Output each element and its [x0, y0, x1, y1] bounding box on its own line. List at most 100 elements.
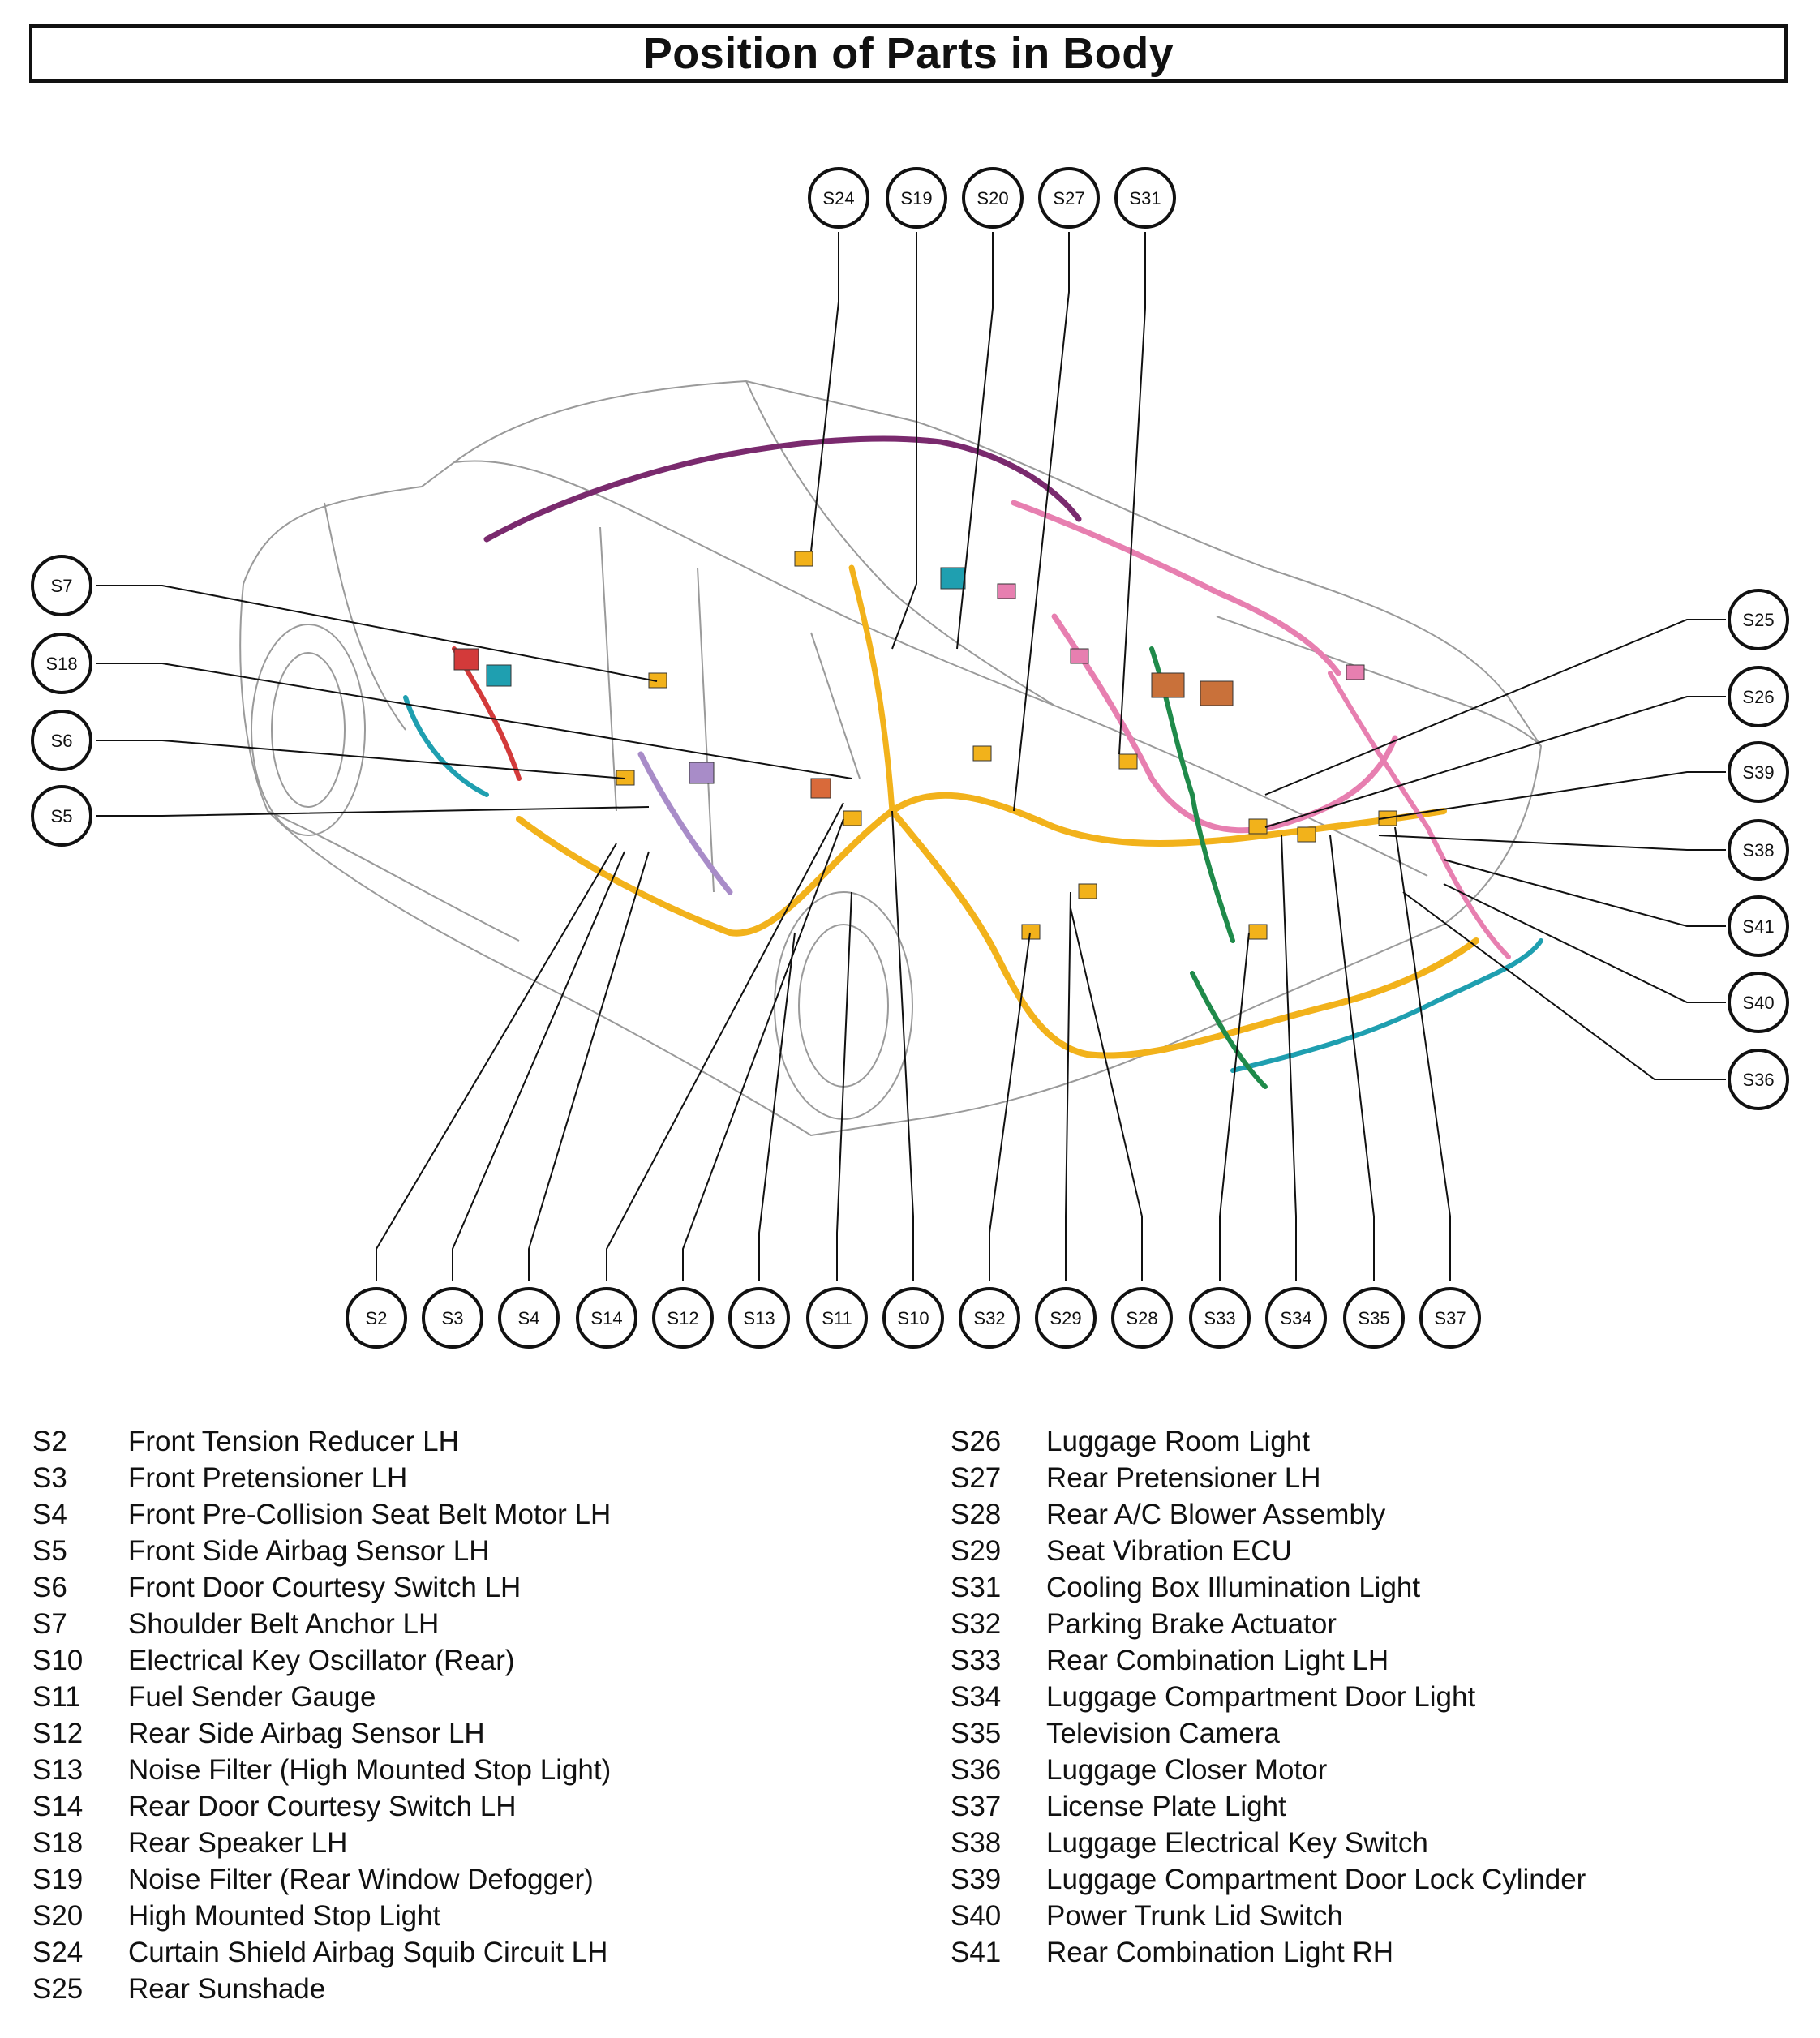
connector-block [1200, 680, 1234, 706]
svg-text:S3: S3 [442, 1308, 464, 1328]
legend-part-name: Luggage Compartment Door Light [1046, 1681, 1476, 1713]
svg-text:S13: S13 [743, 1308, 775, 1328]
legend-part-name: Rear Combination Light RH [1046, 1937, 1393, 1968]
legend-code: S36 [951, 1754, 1002, 1786]
legend-code: S2 [32, 1426, 67, 1457]
legend-code: S7 [32, 1608, 67, 1640]
page-title: Position of Parts in Body [642, 29, 1174, 78]
legend-part-name: Luggage Closer Motor [1046, 1754, 1328, 1786]
callout-s5: S5 [31, 785, 92, 847]
svg-text:S11: S11 [822, 1308, 852, 1328]
legend-part-name: Rear Side Airbag Sensor LH [128, 1718, 485, 1749]
legend-row: S7 Shoulder Belt Anchor LH [32, 1606, 611, 1642]
callout-s41: S41 [1728, 895, 1789, 957]
legend-part-name: Power Trunk Lid Switch [1046, 1900, 1343, 1932]
legend-code: S26 [951, 1426, 1002, 1457]
svg-text:S28: S28 [1126, 1308, 1157, 1328]
connector-block [453, 648, 479, 671]
svg-text:S37: S37 [1434, 1308, 1466, 1328]
legend-row: S2 Front Tension Reducer LH [32, 1423, 611, 1460]
callout-s34: S34 [1265, 1287, 1327, 1349]
legend-part-name: Seat Vibration ECU [1046, 1535, 1292, 1567]
legend-part-name: Parking Brake Actuator [1046, 1608, 1337, 1640]
legend-part-name: Noise Filter (High Mounted Stop Light) [128, 1754, 612, 1786]
harness-trunk-pink [1328, 671, 1511, 959]
legend-code: S28 [951, 1499, 1002, 1530]
legend-row: S5 Front Side Airbag Sensor LH [32, 1533, 611, 1569]
callout-s31: S31 [1114, 167, 1176, 229]
legend-code: S25 [32, 1973, 84, 2005]
legend-code: S18 [32, 1827, 84, 1859]
legend-part-name: Noise Filter (Rear Window Defogger) [128, 1864, 594, 1895]
legend-part-name: Curtain Shield Airbag Squib Circuit LH [128, 1937, 608, 1968]
body-parts-diagram: S24 S19 S20 S27 S31 S7 S18 S6 S5 S25 S26… [31, 167, 1789, 1349]
connector-block [1118, 753, 1138, 770]
legend-code: S37 [951, 1791, 1002, 1822]
callout-s29: S29 [1035, 1287, 1097, 1349]
callout-s27: S27 [1038, 167, 1100, 229]
legend-row: S34 Luggage Compartment Door Light [951, 1679, 1586, 1715]
legend-code: S20 [32, 1900, 84, 1932]
legend-row: S3 Front Pretensioner LH [32, 1460, 611, 1496]
svg-text:S14: S14 [590, 1308, 622, 1328]
harness-floor-orange [516, 792, 1447, 937]
legend-code: S29 [951, 1535, 1002, 1567]
callout-s38: S38 [1728, 819, 1789, 881]
legend-code: S38 [951, 1827, 1002, 1859]
svg-text:S7: S7 [51, 576, 73, 596]
svg-text:S35: S35 [1358, 1308, 1389, 1328]
legend-code: S3 [32, 1462, 67, 1494]
connector-block [1248, 818, 1268, 835]
connector-block [997, 583, 1016, 599]
legend-code: S27 [951, 1462, 1002, 1494]
harness-front-cyan [403, 695, 489, 797]
svg-text:S24: S24 [822, 188, 854, 208]
connector-block [1021, 924, 1041, 940]
legend-code: S34 [951, 1681, 1002, 1713]
title-box: Position of Parts in Body [29, 24, 1788, 83]
callout-s10: S10 [882, 1287, 944, 1349]
legend-code: S4 [32, 1499, 67, 1530]
legend-part-name: Front Tension Reducer LH [128, 1426, 459, 1457]
callout-s2: S2 [346, 1287, 407, 1349]
legend-part-name: Rear Door Courtesy Switch LH [128, 1791, 517, 1822]
callout-s36: S36 [1728, 1049, 1789, 1110]
legend-part-name: Shoulder Belt Anchor LH [128, 1608, 440, 1640]
connector-block [1346, 664, 1365, 680]
callout-s13: S13 [728, 1287, 790, 1349]
harness-roof-purple [483, 435, 1082, 543]
harness-b-pillar-orange [848, 564, 895, 814]
legend-row: S27 Rear Pretensioner LH [951, 1460, 1586, 1496]
svg-text:S39: S39 [1742, 762, 1774, 783]
legend-part-name: Front Pretensioner LH [128, 1462, 408, 1494]
callout-s25: S25 [1728, 589, 1789, 650]
callout-s11: S11 [806, 1287, 868, 1349]
svg-text:S34: S34 [1280, 1308, 1311, 1328]
connector-block [1151, 672, 1185, 698]
legend-part-name: Front Side Airbag Sensor LH [128, 1535, 490, 1567]
legend-part-name: Rear Pretensioner LH [1046, 1462, 1321, 1494]
callout-s3: S3 [422, 1287, 483, 1349]
legend-part-name: Rear Speaker LH [128, 1827, 348, 1859]
svg-text:S12: S12 [667, 1308, 698, 1328]
connector-block [940, 567, 966, 590]
legend-code: S11 [32, 1681, 81, 1713]
legend-part-name: Cooling Box Illumination Light [1046, 1572, 1421, 1603]
legend-code: S5 [32, 1535, 67, 1567]
svg-text:S29: S29 [1050, 1308, 1081, 1328]
